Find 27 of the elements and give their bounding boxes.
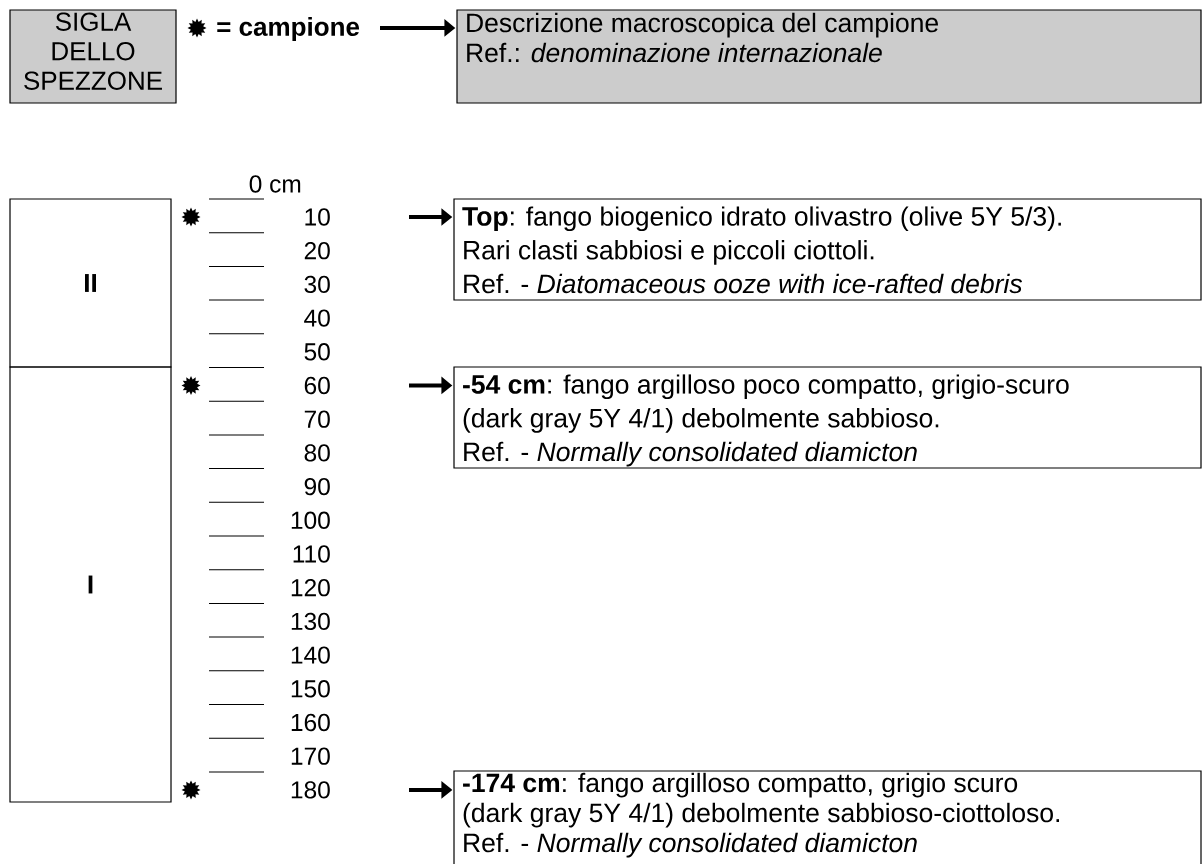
depth-label: 20: [304, 242, 330, 260]
depth-label: 70: [304, 410, 330, 428]
description-box: -174 cm: fango argilloso compatto, grigio scuro (dark gray 5Y 4/1) debolmente sabbioso-ciottoloso. Ref. - Normally consolidated diamicton: [453, 770, 1202, 864]
depth-label: 80: [304, 444, 330, 462]
description-box: Top: fango biogenico idrato olivastro (olive 5Y 5/3). Rari clasti sabbiosi e piccoli ciottoli. Ref. - Diatomaceous ooze with ice-rafted debris: [453, 198, 1202, 301]
depth-label: 30: [304, 275, 330, 294]
header-box: Descrizione macroscopica del campione Ref.: denominazione internazionale: [456, 9, 1202, 104]
depth-label: 150: [291, 680, 330, 698]
depth-label: 120: [291, 579, 330, 597]
depth-label: 180: [291, 781, 330, 799]
depth-label: 40: [304, 309, 330, 327]
depth-label: 90: [304, 477, 330, 496]
depth-label: 110: [293, 545, 330, 563]
depth-label: 10: [305, 208, 330, 226]
section-box: I: [9, 366, 172, 803]
depth-label: 130: [291, 612, 330, 631]
depth-label: 160: [291, 713, 330, 732]
depth-label: 140: [291, 646, 330, 664]
depth-label: 50: [304, 343, 330, 361]
header-box: SIGLA DELLO SPEZZONE: [9, 9, 177, 104]
section-box: II: [9, 198, 172, 368]
description-box: -54 cm: fango argilloso poco compatto, grigio-scuro (dark gray 5Y 4/1) debolmente sabbioso. Ref. - Normally consolidated diamicton: [453, 366, 1202, 469]
depth-label: 60: [304, 376, 330, 395]
depth-label: 100: [291, 511, 330, 529]
depth-label: 170: [291, 747, 330, 765]
depth-label: 0 cm: [249, 175, 301, 193]
legend-text: = campione: [217, 16, 360, 42]
